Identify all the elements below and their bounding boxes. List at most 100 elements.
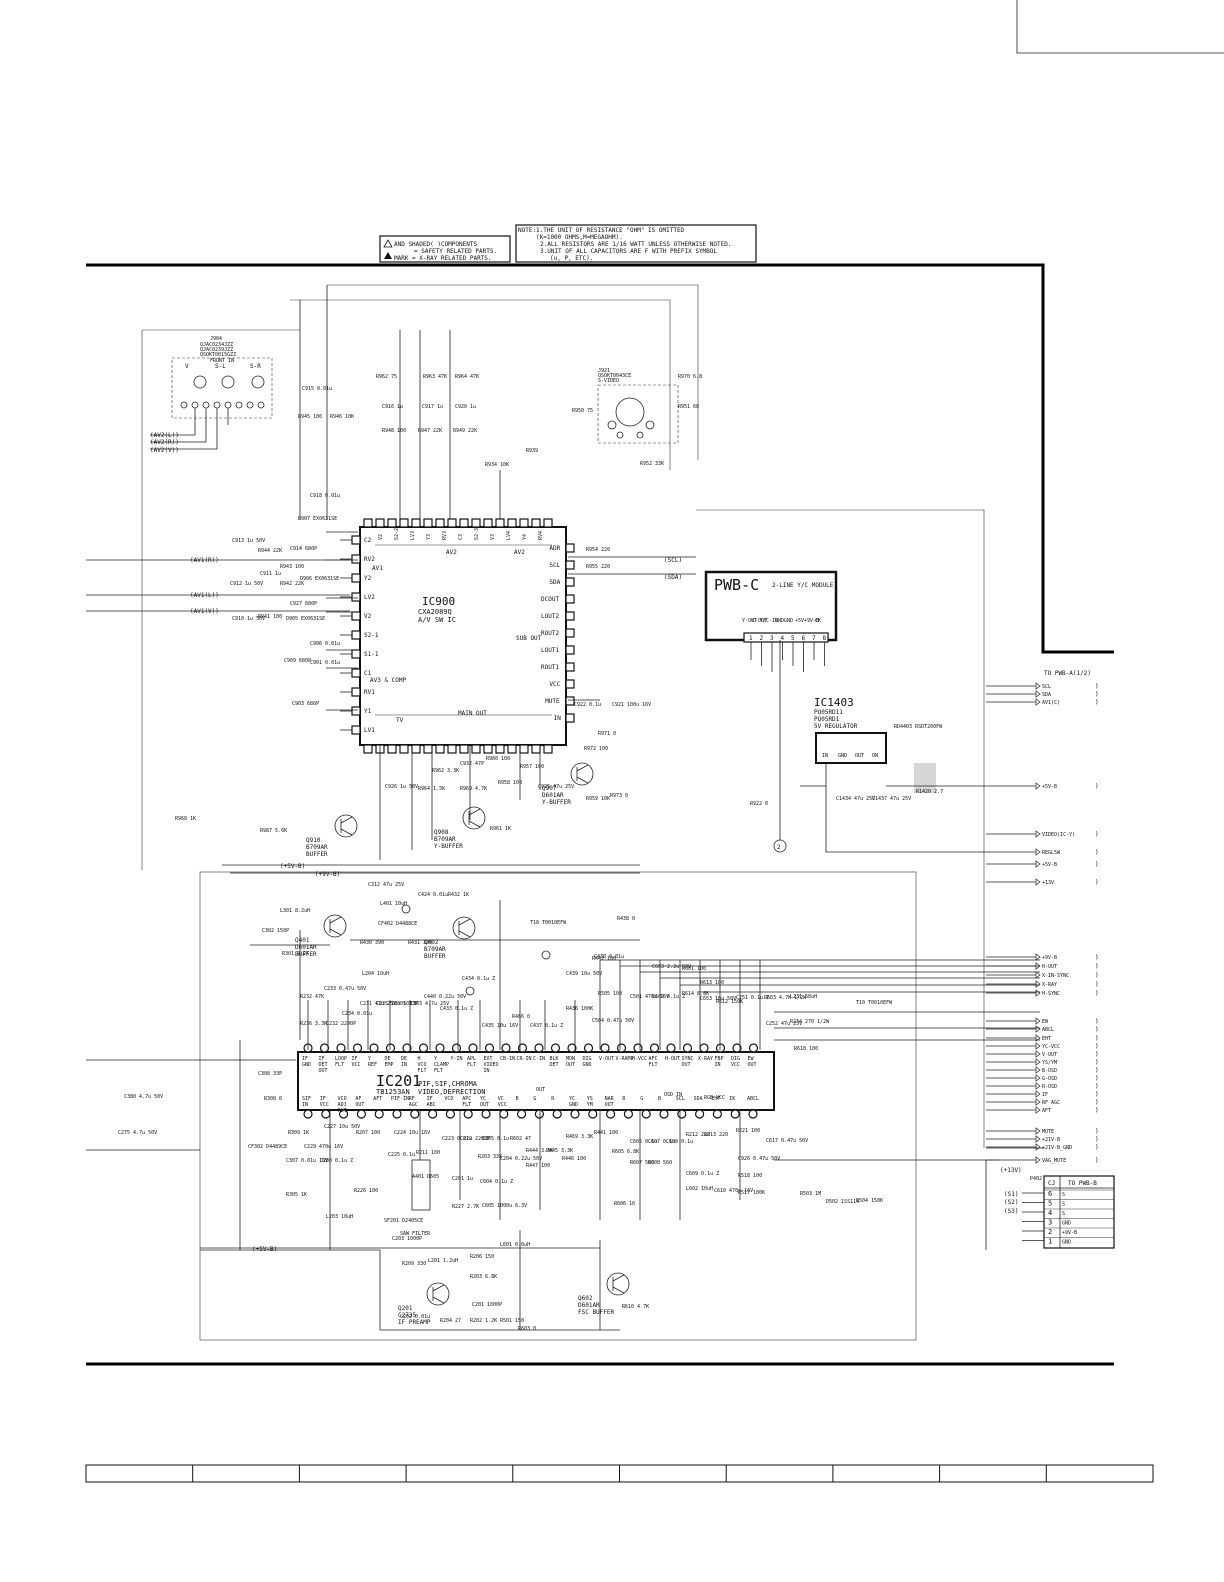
ic900-pin [565, 560, 575, 570]
pwbb-pin-number: 4 [1048, 1209, 1052, 1217]
ic201-pin [567, 1043, 577, 1053]
ic900-pin [351, 554, 361, 564]
svg-text:R227 2.7K: R227 2.7K [452, 1204, 479, 1210]
ic201-pin-label: R [622, 1096, 626, 1102]
ic201-pin-label: AGC [409, 1102, 418, 1108]
pwba-signal-label: +13V [1042, 880, 1054, 886]
pwba-signal-label: B-OSD [1042, 1068, 1057, 1074]
ic201-pin-label: ADJ [338, 1102, 347, 1108]
svg-text:+9V-B: +9V-B [804, 618, 819, 624]
svg-text:R610 4.7K: R610 4.7K [622, 1304, 649, 1310]
svg-text:L301 8.2uH: L301 8.2uH [280, 908, 310, 914]
general-note-box: NOTE:1.THE UNIT OF RESISTANCE "OHM" IS O… [515, 224, 757, 263]
ic900-pin-label: C2 [364, 537, 372, 544]
svg-text:R236 3.3K: R236 3.3K [300, 1021, 327, 1027]
ic201-pin-label: X-RAY [698, 1056, 713, 1062]
ic201-pin-label: V-OUT [599, 1056, 614, 1062]
ic900-top-label: RV4 [538, 531, 544, 540]
svg-text:C303 4.7u 25V: C303 4.7u 25V [410, 1001, 449, 1007]
pwba-arrow [1035, 848, 1041, 856]
ic1403-ref: IC1403 [814, 696, 854, 709]
svg-text:C926 1u 50V: C926 1u 50V [385, 784, 418, 790]
svg-text:R305 1K: R305 1K [286, 1192, 307, 1198]
ic900-pin-label: VCC [549, 681, 560, 688]
ic900-pin [471, 744, 481, 754]
ic201-pin [570, 1109, 580, 1119]
ic201-desc1: PIF,SIF,CHROMA [418, 1080, 478, 1088]
ic900-top-label: Y3 [426, 534, 432, 540]
ic201-pin [641, 1109, 651, 1119]
transistor-part: B709AR [306, 844, 328, 851]
svg-text:RD4403 RSDT200FW: RD4403 RSDT200FW [894, 724, 943, 730]
svg-text:5V REGULATOR: 5V REGULATOR [814, 723, 858, 730]
transistor-func: Y-BUFFER [542, 799, 571, 806]
svg-text:C223 0.01u: C223 0.01u [442, 1136, 472, 1142]
pwbc-pin: 3 [770, 635, 774, 642]
svg-text:R960 100: R960 100 [486, 756, 510, 762]
transistor-collector [576, 764, 589, 772]
j921-svideo-jack: J921 QSOKT0043CE S-VIDEO [597, 368, 679, 444]
svg-text:C439 10u 50V: C439 10u 50V [566, 971, 602, 977]
transistor-symbol [323, 914, 347, 938]
ic201-pin-label: ABC [427, 1102, 436, 1108]
svg-text:C312 47u 25V: C312 47u 25V [368, 882, 404, 888]
svg-text:C231 47u 25V: C231 47u 25V [360, 1001, 396, 1007]
pwba-arrow [1035, 1143, 1041, 1151]
ic900-pin [411, 518, 421, 528]
ic201-pin [616, 1043, 627, 1053]
svg-text:C913 1u 50V: C913 1u 50V [232, 538, 265, 544]
pwba-bracket: ) [1095, 981, 1099, 988]
svg-text:C438 0.01u: C438 0.01u [594, 954, 624, 960]
ic900-right-pins: ADRSCLSDADCOUTLOUT2ROUT2LOUT1ROUT1VCCMUT… [541, 543, 575, 723]
svg-text:L203 10uH: L203 10uH [326, 1214, 353, 1220]
pwba-signal-label: IF [1042, 1092, 1048, 1098]
svg-text:R466 0: R466 0 [512, 1014, 530, 1020]
ic201-pin [374, 1109, 384, 1119]
svg-text:R964 1.5K: R964 1.5K [418, 786, 445, 792]
ic201-pin [550, 1043, 561, 1053]
ic201-pin [484, 1043, 495, 1053]
top-signal-bus [290, 284, 699, 470]
ic201-pin [445, 1109, 455, 1119]
pwba-signal-label: EW [1042, 1019, 1049, 1025]
svg-text:R441 100: R441 100 [594, 1130, 618, 1136]
svg-text:R442 100: R442 100 [592, 956, 616, 962]
svg-text:C604 0.1u Z: C604 0.1u Z [480, 1179, 513, 1185]
ic201-pin-label: YC [569, 1096, 575, 1102]
svg-text:(AV2(L)): (AV2(L)) [150, 432, 179, 439]
transistor-part: B709AR [424, 946, 446, 953]
svg-text:J921: J921 [598, 368, 610, 374]
svg-text:OUT: OUT [536, 1087, 545, 1093]
ic900-pin [565, 594, 575, 604]
pwbc-pin: 2 [760, 635, 764, 642]
transistor-func: Y-BUFFER [434, 843, 463, 850]
svg-text:C932 47P: C932 47P [460, 761, 484, 767]
svg-text:J904: J904 [210, 336, 222, 342]
svg-text:R206 150: R206 150 [470, 1254, 494, 1260]
svg-text:C918 0.01u: C918 0.01u [310, 493, 340, 499]
pwba-arrow [1035, 1025, 1041, 1033]
ic201-pin-label: IN [302, 1102, 308, 1108]
svg-text:(S3): (S3) [1004, 1208, 1018, 1215]
svg-text:R613 100: R613 100 [700, 980, 724, 986]
note-1b: (K=1000 OHMS,M=MEGAOHM). [536, 234, 623, 241]
svg-text:R503 1M: R503 1M [800, 1191, 821, 1197]
svg-text:C252 47u 25V: C252 47u 25V [766, 1021, 802, 1027]
svg-text:C903 680P: C903 680P [292, 701, 319, 707]
transistor-func: BUFFER [295, 951, 317, 958]
svg-text:C916 1u: C916 1u [382, 404, 403, 410]
svg-text:C901 0.01u: C901 0.01u [310, 660, 340, 666]
pwba-signal-label: RF AGC [1042, 1100, 1060, 1106]
ic900-pin [459, 744, 469, 754]
svg-text:R955 220: R955 220 [586, 564, 610, 570]
ic201-pin-label: Y [434, 1056, 437, 1062]
svg-text:C607 0.1u: C607 0.1u [648, 1139, 675, 1145]
svg-text:C915 0.01u: C915 0.01u [302, 386, 332, 392]
ic900-pin [351, 706, 361, 716]
ic201-pin [499, 1109, 509, 1119]
svg-text:PQ05RD1: PQ05RD1 [814, 716, 840, 723]
pwba-signal-label: ABCL [1042, 1027, 1054, 1033]
ic201-pin [517, 1043, 528, 1053]
pwbc-pin: 8 [823, 635, 827, 642]
svg-text:C205 0.1u: C205 0.1u [482, 1136, 509, 1142]
